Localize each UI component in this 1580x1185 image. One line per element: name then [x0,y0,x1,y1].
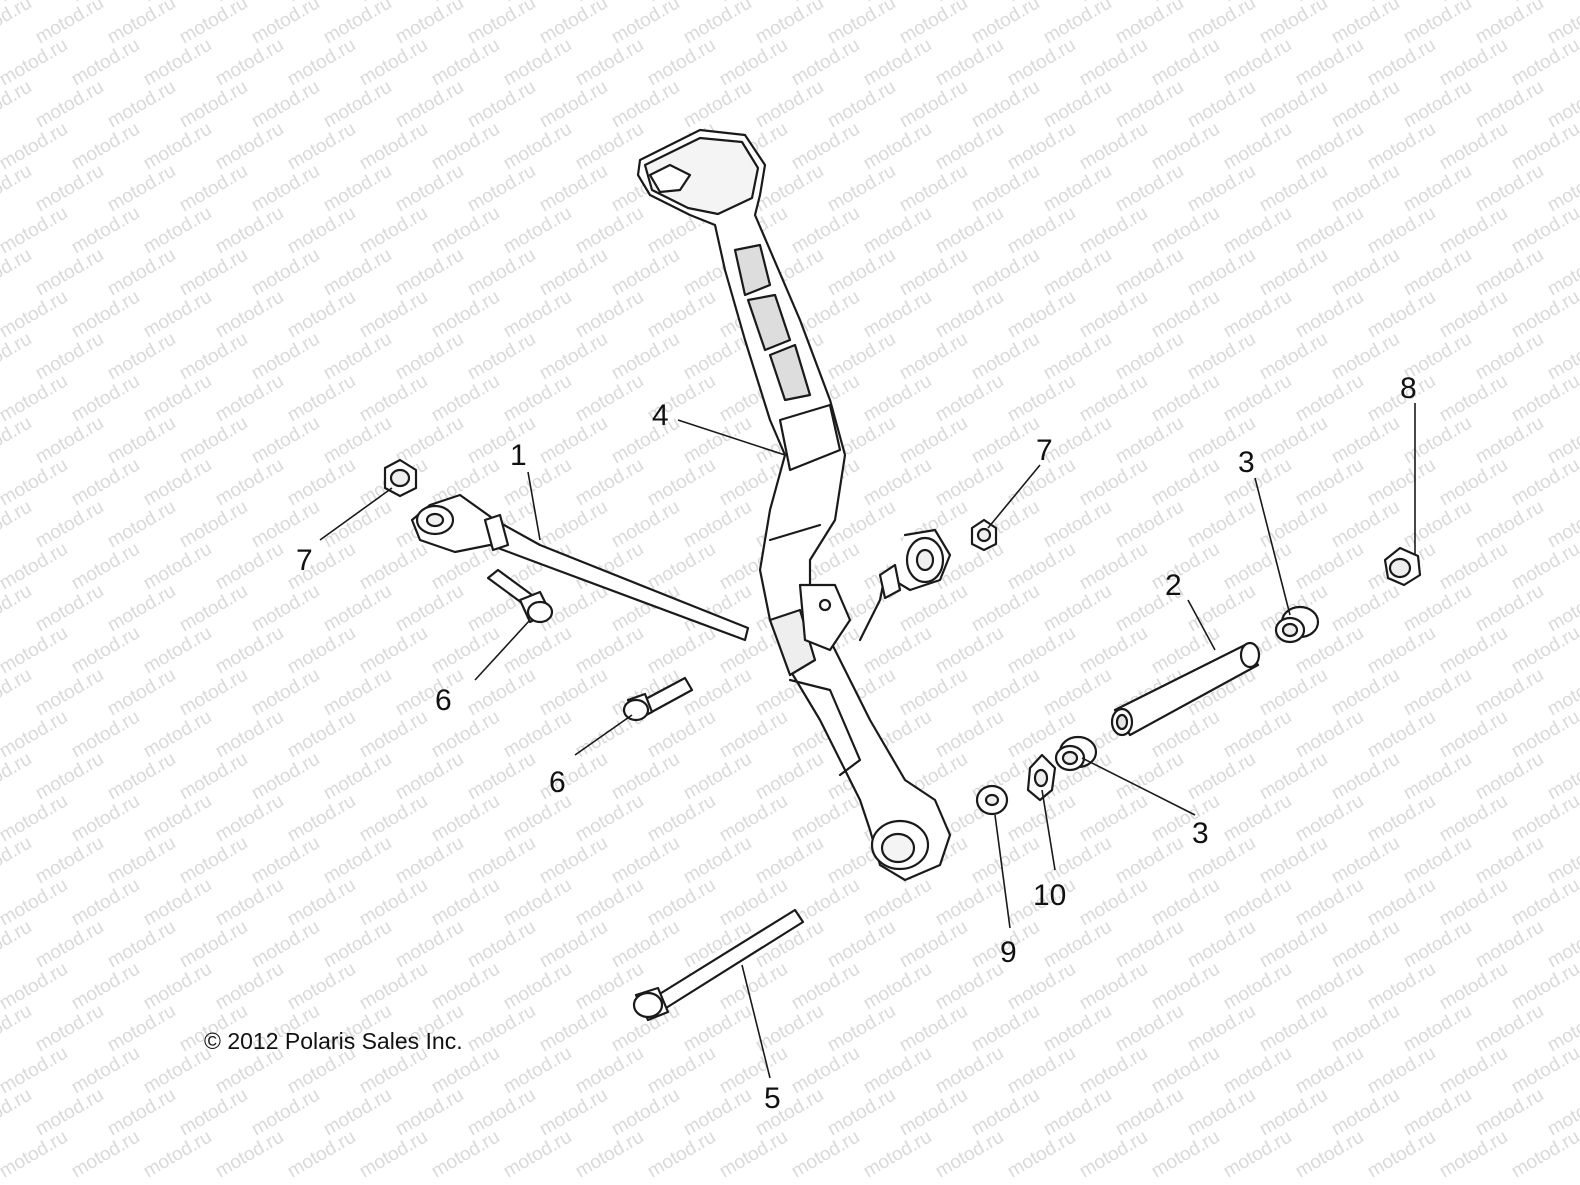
callout-5: 5 [764,1082,781,1115]
callout-labels: 1 2 3 3 4 5 6 6 7 7 8 9 10 [296,372,1417,1115]
callout-6-upper: 6 [435,684,452,717]
copyright-notice: © 2012 Polaris Sales Inc. [204,1028,463,1054]
washer-icon [975,784,1009,816]
flange-nut-icon [383,458,418,498]
shift-lever-icon [636,128,952,882]
callout-6-lower: 6 [549,766,566,799]
callout-1: 1 [510,439,527,472]
callout-7-right: 7 [1036,434,1053,467]
callout-7-left: 7 [296,544,313,577]
callout-2: 2 [1165,569,1182,602]
callout-3-lower: 3 [1192,817,1209,850]
shift-linkage-rod-icon [410,493,952,642]
flange-bolt-icon [622,676,694,722]
callout-8: 8 [1400,372,1417,405]
flange-nut-icon [970,518,998,552]
bushing-icon [1274,605,1320,644]
pivot-tube-icon [1110,641,1261,737]
long-bolt-icon [632,908,805,1022]
bushing-icon [1054,735,1098,772]
callout-9: 9 [1000,936,1017,969]
flange-nut-icon [1383,546,1422,587]
flange-bolt-icon [486,568,554,624]
callout-3-upper: 3 [1238,446,1255,479]
wave-washer-icon [1026,753,1057,802]
leader-lines [319,403,1416,1079]
callout-4: 4 [652,399,669,432]
callout-10: 10 [1033,879,1066,912]
